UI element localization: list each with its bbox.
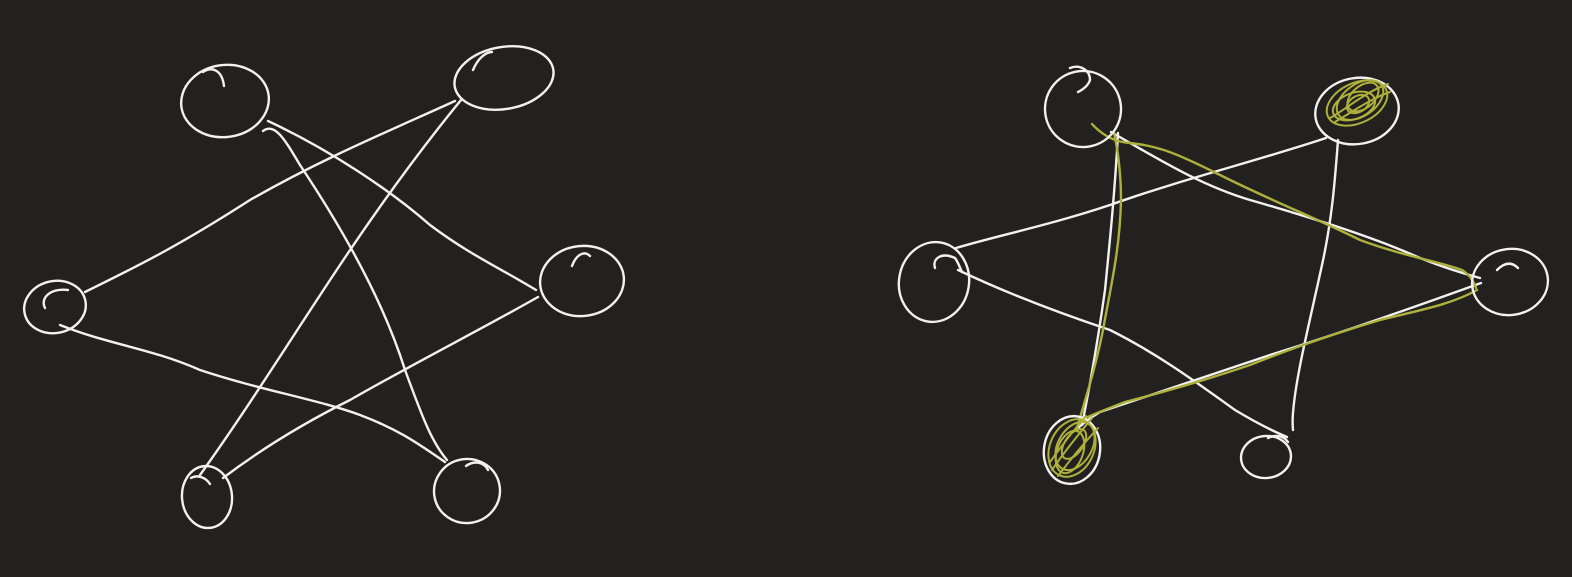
left-node-bottom-left: [180, 464, 234, 530]
right-graph: [897, 65, 1550, 486]
right-edge-left-to-bottomright: [956, 268, 1289, 439]
right-hl-edge-bottomleft-to-topleft: [1075, 131, 1123, 430]
left-edge-topright-to-left: [83, 99, 457, 294]
left-edge-topright-to-bottomleft: [198, 98, 463, 477]
right-node-bottom-left-highlighted: [1042, 414, 1102, 486]
highlight-scribble-icon: [1325, 79, 1391, 127]
right-edge-topleft-to-right: [1109, 130, 1482, 280]
right-edge-right-to-bottomleft: [1074, 281, 1483, 432]
right-node-top-left: [1043, 65, 1123, 149]
left-edge-topleft-to-bottomright: [261, 127, 449, 462]
left-node-top-left: [179, 63, 271, 139]
right-edge-topright-to-bottomright: [1291, 138, 1340, 432]
right-node-bottom-right: [1239, 434, 1293, 480]
left-node-left: [22, 279, 88, 335]
left-edge-right-to-bottomleft: [221, 295, 540, 480]
left-edge-left-to-bottomright: [58, 323, 447, 464]
right-hl-edge-right-to-bottomleft: [1080, 288, 1479, 422]
left-node-right: [538, 244, 626, 318]
left-edge-topleft-to-right: [266, 119, 538, 292]
left-graph: [22, 45, 626, 530]
right-node-left: [897, 240, 971, 324]
left-node-top-right: [453, 45, 555, 111]
right-hl-edge-topleft-to-right: [1090, 122, 1478, 290]
right-edge-topright-to-left: [954, 136, 1328, 250]
right-node-top-right-highlighted: [1314, 76, 1400, 146]
right-node-right: [1470, 247, 1550, 317]
left-node-bottom-right: [432, 457, 502, 525]
highlight-scribble-icon: [1047, 415, 1099, 478]
